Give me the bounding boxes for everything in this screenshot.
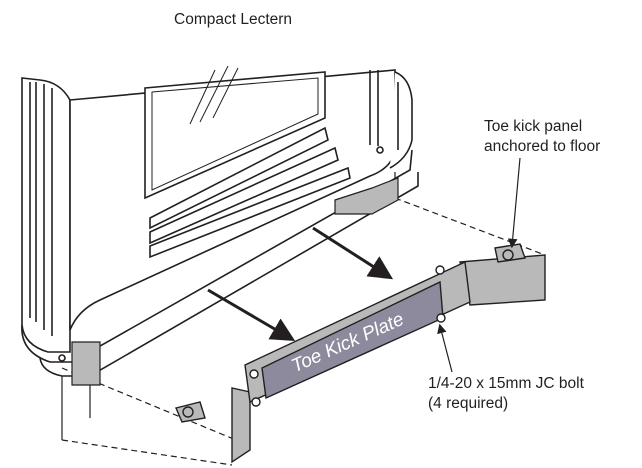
bolt-leader-line — [437, 323, 453, 373]
right-foot-bracket — [334, 177, 399, 215]
toe-kick-plate-assembly — [175, 243, 546, 464]
bolt-marker — [249, 369, 259, 379]
lectern-cabinet — [21, 65, 419, 440]
anchor-callout: Toe kick panel anchored to floor — [484, 117, 600, 157]
install-arrow-lower — [207, 288, 296, 342]
bolt-callout-line2: (4 required) — [428, 395, 509, 412]
install-arrow-upper — [312, 226, 394, 280]
anchor-leader-line — [507, 157, 521, 249]
left-foot-bracket — [71, 341, 101, 386]
bolt-marker — [251, 397, 261, 407]
bolt-marker — [436, 313, 446, 323]
anchor-callout-line1: Toe kick panel — [484, 118, 583, 135]
bolt-marker — [435, 265, 445, 275]
diagram-title: Compact Lectern — [174, 11, 293, 28]
anchor-callout-line2: anchored to floor — [484, 138, 601, 155]
bolt-callout-line1: 1/4-20 x 15mm JC bolt — [428, 375, 584, 392]
bolt-callout: 1/4-20 x 15mm JC bolt (4 required) — [428, 374, 584, 414]
